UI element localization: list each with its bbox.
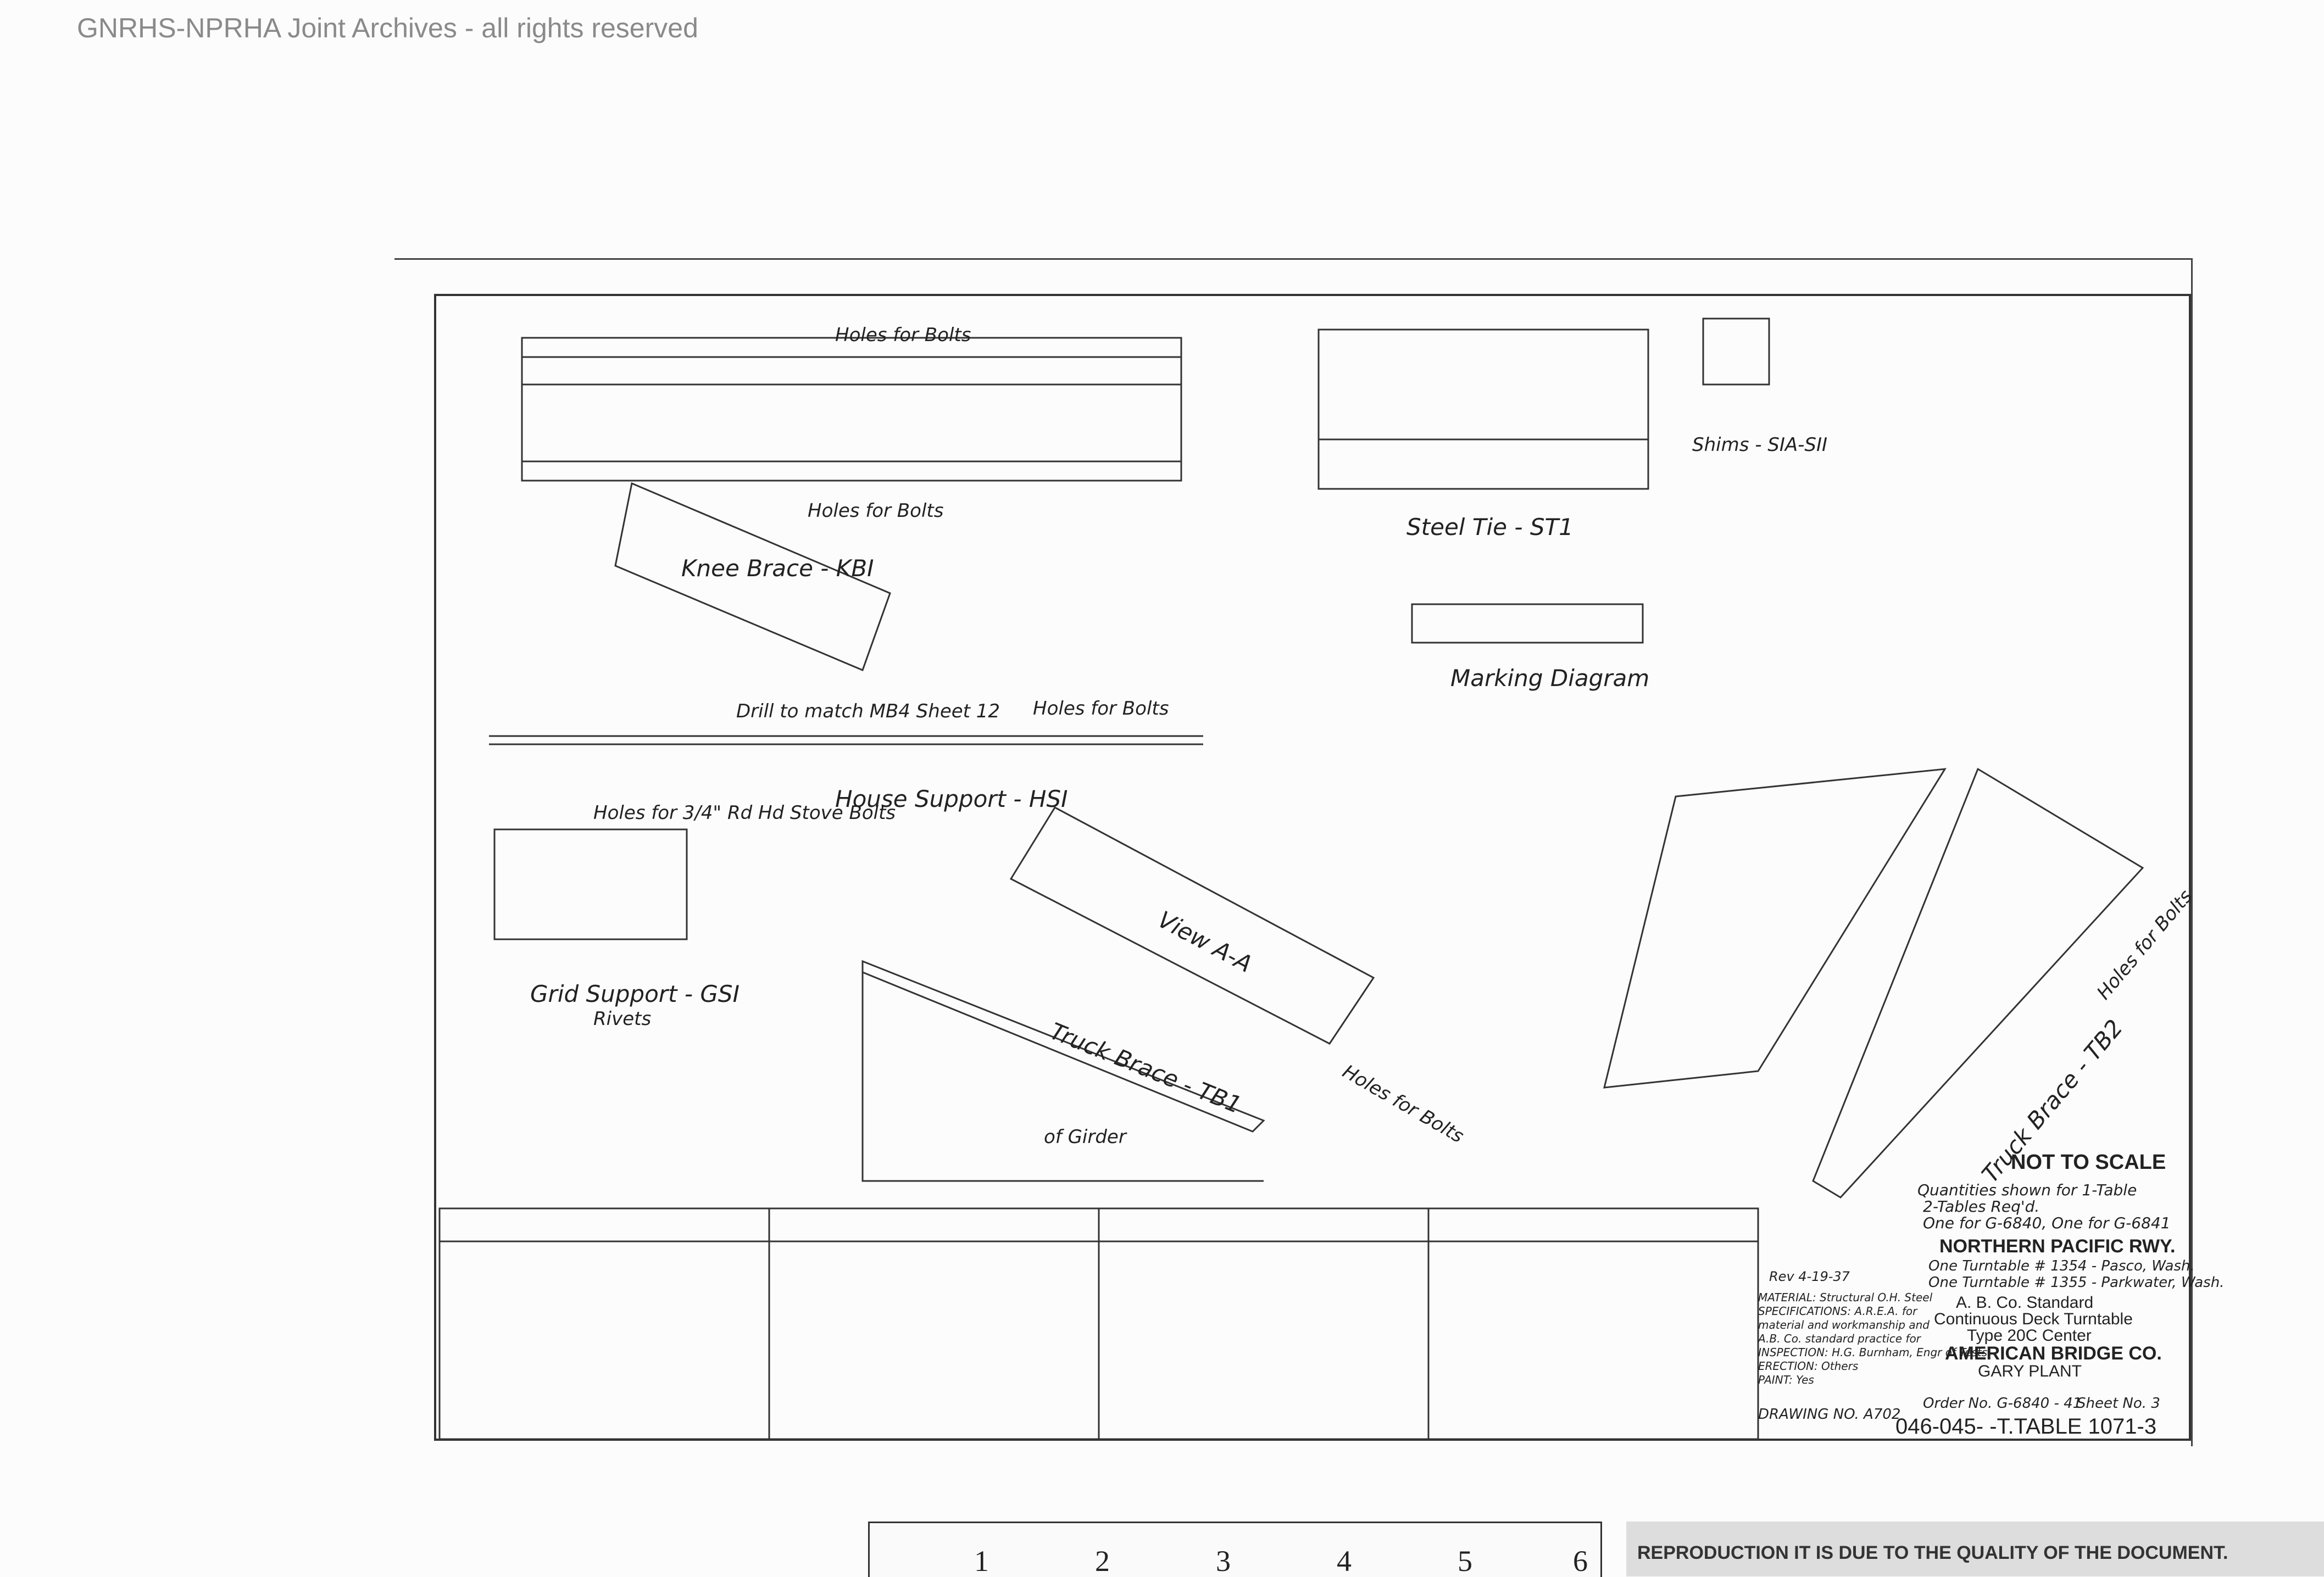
ruler-mark: 4 (1337, 1545, 1352, 1577)
label-steel-tie: Steel Tie - ST1 (1406, 514, 1574, 540)
spec-note-3: A.B. Co. standard practice for (1758, 1332, 1921, 1345)
title-turntable-1: One Turntable # 1354 - Pasco, Wash. (1928, 1258, 2195, 1274)
label-rivets: Rivets (593, 1008, 652, 1030)
label-holes-for-bolts-knee: Holes for Bolts (808, 500, 944, 522)
title-type: Continuous Deck Turntable (1934, 1310, 2133, 1328)
spec-note-5: ERECTION: Others (1758, 1359, 1859, 1373)
title-drawing-no: DRAWING NO. A702 (1758, 1406, 1901, 1423)
archive-header: GNRHS-NPRHA Joint Archives - all rights … (77, 13, 698, 43)
spec-note-6: PAINT: Yes (1758, 1373, 1814, 1386)
title-sheet: Sheet No. 3 (2077, 1395, 2160, 1412)
ruler-mark: 2 (1095, 1545, 1110, 1577)
ruler-mark: 5 (1458, 1545, 1472, 1577)
title-plant: GARY PLANT (1978, 1362, 2082, 1380)
label-drill-note: Drill to match MB4 Sheet 12 (736, 700, 1000, 722)
label-house-support: House Support - HSI (835, 785, 1068, 812)
label-holes-for-bolts-mid: Holes for Bolts (1033, 698, 1169, 720)
quantities-note-2: 2-Tables Req'd. (1923, 1197, 2040, 1216)
quantities-note-1: Quantities shown for 1-Table (1917, 1181, 2137, 1199)
label-holes-grid: Holes for 3/4" Rd Hd Stove Bolts (593, 802, 896, 824)
file-number: 046-045- -T.TABLE 1071-3 (1895, 1414, 2157, 1439)
label-shims: Shims - SIA-SII (1692, 434, 1828, 456)
title-turntable-2: One Turntable # 1355 - Parkwater, Wash. (1928, 1274, 2225, 1291)
outer-border (394, 258, 2193, 1446)
title-order: Order No. G-6840 - 41 (1923, 1395, 2082, 1412)
spec-note-2: material and workmanship and (1758, 1318, 1930, 1331)
spec-note-1: SPECIFICATIONS: A.R.E.A. for (1758, 1305, 1917, 1318)
ruler-mark: 1 (974, 1545, 989, 1577)
title-railway: NORTHERN PACIFIC RWY. (1939, 1236, 2176, 1257)
title-rev: Rev 4-19-37 (1769, 1269, 1850, 1284)
label-knee-brace: Knee Brace - KBI (681, 555, 874, 582)
footer-stamp: REPRODUCTION IT IS DUE TO THE QUALITY OF… (1626, 1522, 2324, 1576)
label-center-girder: of Girder (1044, 1126, 1126, 1148)
spec-note-4: INSPECTION: H.G. Burnham, Engr of Tests (1758, 1346, 1988, 1359)
title-standard: A. B. Co. Standard (1956, 1294, 2094, 1312)
quantities-note-3: One for G-6840, One for G-6841 (1923, 1214, 2171, 1232)
ruler-mark: 3 (1216, 1545, 1231, 1577)
title-tons: Type 20C Center (1967, 1327, 2092, 1345)
ruler-mark: 6 (1573, 1545, 1588, 1577)
label-holes-for-bolts-top: Holes for Bolts (835, 324, 971, 346)
label-grid-support: Grid Support - GSI (530, 980, 740, 1007)
label-marking-diagram: Marking Diagram (1450, 665, 1650, 692)
scale-ruler: 1 2 3 4 5 6 (868, 1522, 1602, 1577)
spec-note-0: MATERIAL: Structural O.H. Steel (1758, 1291, 1933, 1304)
not-to-scale-note: NOT TO SCALE (2011, 1151, 2166, 1174)
title-company: AMERICAN BRIDGE CO. (1945, 1343, 2162, 1364)
